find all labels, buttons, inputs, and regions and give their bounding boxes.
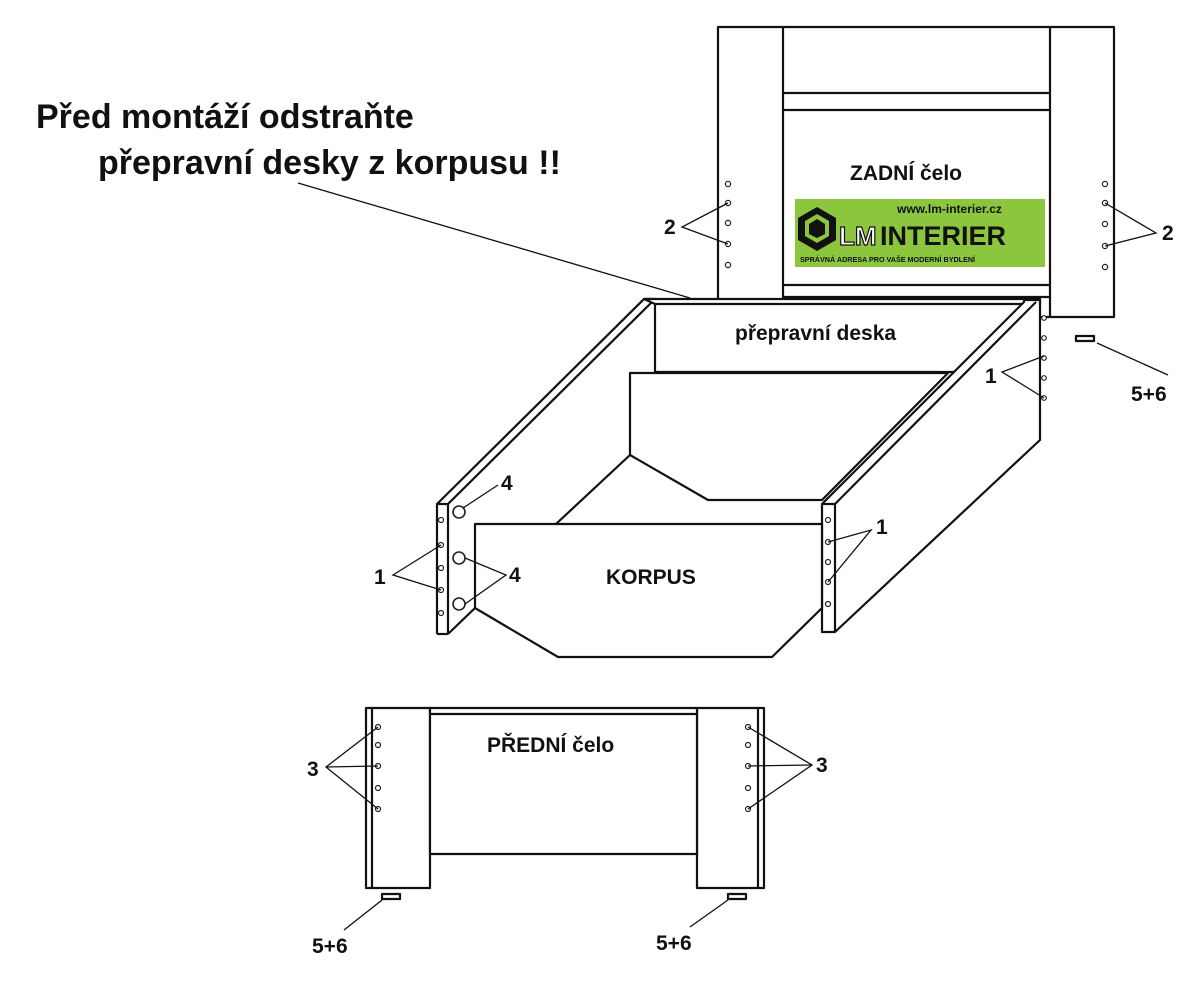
lm-interier-logo: LM INTERIER www.lm-interier.cz SPRÁVNÁ A… — [795, 199, 1045, 267]
callout-3-left: 3 — [307, 758, 319, 781]
back-headboard: ZADNÍ čelo — [716, 25, 1116, 343]
right-side-board — [820, 298, 1042, 634]
front-transport-board — [473, 522, 824, 659]
front-right-foot-plate — [726, 892, 748, 901]
callout-2-left: 2 — [664, 216, 676, 239]
middle-divider — [628, 371, 950, 502]
body-label: KORPUS — [606, 566, 696, 589]
back-foot-plate — [1074, 334, 1096, 343]
instruction-line-1: Před montáží odstraňte — [36, 98, 414, 136]
instruction-line-2: přepravní desky z korpusu !! — [98, 144, 561, 182]
front-footboard: PŘEDNÍ čelo — [364, 706, 766, 901]
instruction-leader — [297, 182, 691, 299]
callout-5-6-back: 5+6 — [1131, 383, 1167, 406]
front-left-leg — [364, 706, 432, 890]
left-side-board-top — [435, 297, 657, 506]
callout-1-back-right: 1 — [985, 365, 997, 388]
front-panel — [428, 706, 699, 856]
transport-board-label: přepravní deska — [735, 322, 896, 345]
logo-background — [795, 199, 1045, 267]
callout-1-front-left: 1 — [374, 566, 386, 589]
logo-name: INTERIER — [880, 221, 1006, 251]
back-headboard-label: ZADNÍ čelo — [850, 162, 962, 185]
logo-mark: LM — [839, 221, 877, 251]
front-footboard-label: PŘEDNÍ čelo — [487, 733, 614, 757]
front-left-foot-plate — [380, 892, 402, 901]
callout-5-6-front-right: 5+6 — [656, 932, 692, 955]
callout-5-6-front-left: 5+6 — [312, 935, 348, 958]
callout-1-front-right: 1 — [876, 516, 888, 539]
callout-4-middle: 4 — [509, 564, 521, 587]
front-right-leg — [695, 706, 766, 890]
logo-url: www.lm-interier.cz — [896, 202, 1002, 216]
callout-3-right: 3 — [816, 754, 828, 777]
bed-body: přepravní deska KORPUS — [435, 297, 1047, 659]
callout-2-right: 2 — [1162, 222, 1174, 245]
logo-tagline: SPRÁVNÁ ADRESA PRO VAŠE MODERNÍ BYDLENÍ — [800, 255, 976, 264]
callout-4-top: 4 — [501, 472, 513, 495]
